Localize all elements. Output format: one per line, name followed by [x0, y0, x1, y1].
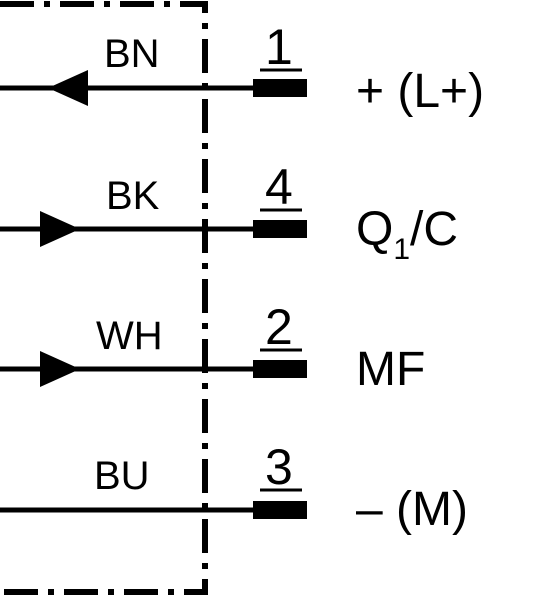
pin-function-label: Q1/C [356, 203, 459, 265]
wire-color-label: BK [106, 174, 160, 218]
pin-number: 2 [265, 299, 293, 355]
function-main: Q [356, 203, 394, 256]
arrow-right-icon [40, 351, 80, 387]
function-rest: /C [410, 203, 459, 256]
pin-number: 4 [265, 159, 293, 215]
pin-terminal-4 [253, 220, 307, 238]
wire-color-label: BU [94, 454, 150, 498]
pin-function-label: – (M) [356, 483, 468, 536]
wire-color-label: WH [96, 314, 163, 358]
pin-terminal-1 [253, 79, 307, 97]
pin-function-label: + (L+) [356, 65, 485, 118]
arrow-left-icon [48, 70, 88, 106]
pin-terminal-3 [253, 501, 307, 519]
pin-number: 3 [265, 439, 293, 495]
pin-terminal-2 [253, 360, 307, 378]
pin-function-label: MF [356, 343, 426, 396]
wire-color-label: BN [104, 32, 160, 76]
function-subscript: 1 [393, 233, 411, 266]
housing-boundary [0, 1, 208, 595]
arrow-right-icon [40, 211, 80, 247]
pin-number: 1 [265, 19, 293, 75]
